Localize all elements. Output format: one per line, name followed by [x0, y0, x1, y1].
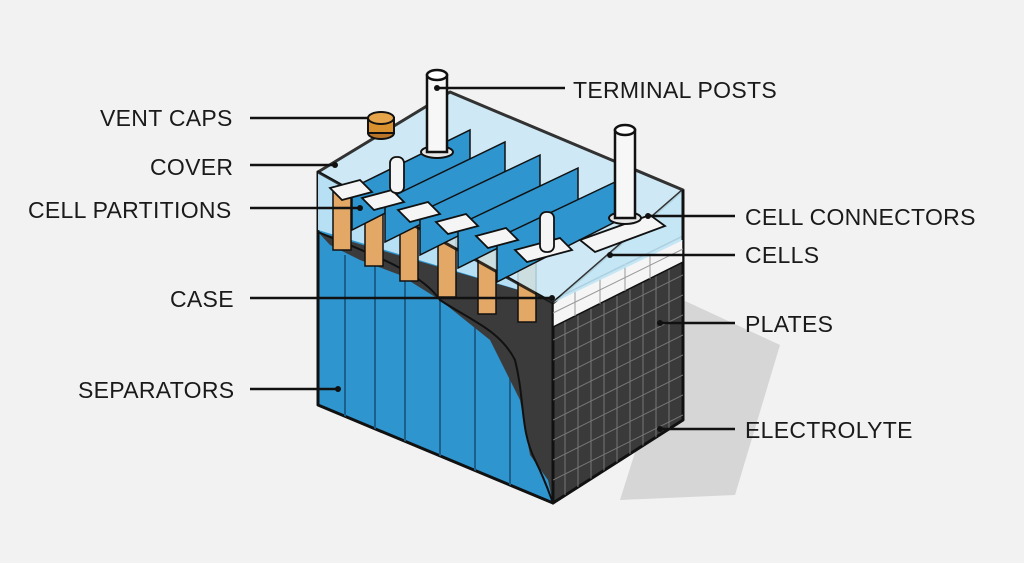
- label-vent-caps: VENT CAPS: [100, 105, 233, 131]
- label-cell-partitions: CELL PARTITIONS: [28, 197, 232, 223]
- label-separators: SEPARATORS: [78, 377, 235, 403]
- label-plates: PLATES: [745, 311, 834, 337]
- terminal-post-right: [608, 123, 642, 225]
- label-cell-connectors: CELL CONNECTORS: [745, 204, 976, 230]
- label-case: CASE: [170, 286, 234, 312]
- label-electrolyte: ELECTROLYTE: [745, 417, 913, 443]
- battery-shadow: [620, 300, 780, 500]
- label-cover: COVER: [150, 154, 234, 180]
- terminal-post-left: [420, 68, 454, 159]
- label-cells: CELLS: [745, 242, 820, 268]
- battery-case-side: [551, 234, 685, 505]
- vent-cap: [367, 111, 395, 140]
- label-terminal-posts: TERMINAL POSTS: [573, 77, 777, 103]
- cell-connectors: [328, 156, 667, 264]
